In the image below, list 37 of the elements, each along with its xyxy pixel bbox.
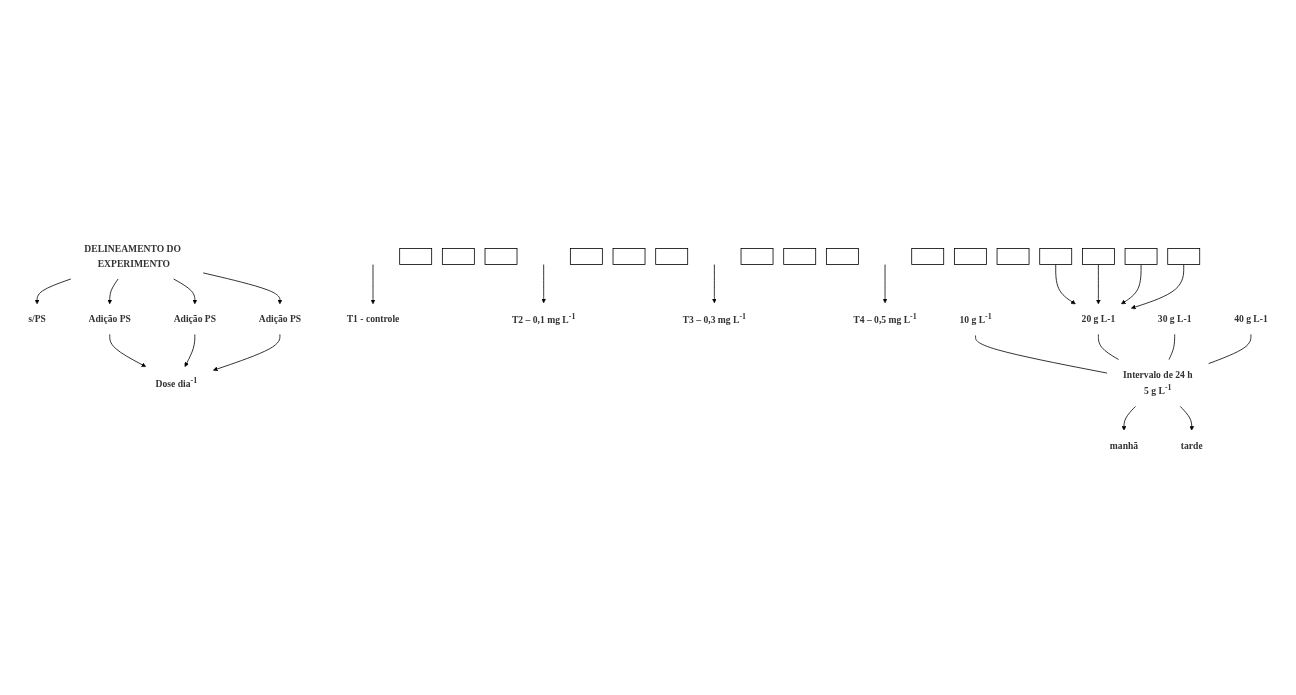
node-box xyxy=(911,248,945,265)
node-box xyxy=(484,248,518,265)
connector xyxy=(1168,334,1176,360)
node-box xyxy=(996,248,1030,265)
node-text: T4 – 0,5 mg L$^{-1}$ xyxy=(853,312,917,326)
node-text: T2 – 0,1 mg L$^{-1}$ xyxy=(511,312,576,326)
node-text: Adição PS xyxy=(258,313,302,325)
node-box xyxy=(612,248,646,265)
node-text: Intervalo de 24 h 5 g L$^{-1}$ xyxy=(1123,369,1193,397)
node-text: T3 – 0,3 mg L$^{-1}$ xyxy=(682,312,747,326)
connector xyxy=(1208,334,1252,364)
node-text: 20 g L-1 xyxy=(1081,313,1116,325)
node-box xyxy=(1082,248,1115,265)
connector xyxy=(1098,334,1119,360)
node-text: 40 g L-1 xyxy=(1234,313,1268,325)
node-box xyxy=(954,248,987,265)
node-box xyxy=(655,248,689,265)
node-text: Adição PS xyxy=(173,313,217,325)
node-box xyxy=(783,248,817,265)
node-text: T1 - controle xyxy=(346,313,400,325)
node-box xyxy=(1124,248,1158,265)
node-box xyxy=(740,248,774,265)
node-box xyxy=(1039,248,1073,265)
node-text: DELINEAMENTO DO EXPERIMENTO xyxy=(84,243,181,269)
node-text: 10 g L$^{-1}$ xyxy=(959,312,992,326)
node-text: manhã xyxy=(1109,440,1139,451)
node-text: Dose dia$^{-1}$ xyxy=(155,376,198,390)
node-box xyxy=(825,248,859,265)
node-box xyxy=(1167,248,1201,265)
node-text: tarde xyxy=(1180,440,1203,451)
connector xyxy=(975,335,1108,374)
node-text: 30 g L-1 xyxy=(1157,313,1192,325)
node-box xyxy=(569,248,603,265)
node-box xyxy=(399,248,433,265)
node-text: s/PS xyxy=(28,313,46,325)
node-text: Adição PS xyxy=(88,313,131,325)
node-box xyxy=(441,248,475,265)
